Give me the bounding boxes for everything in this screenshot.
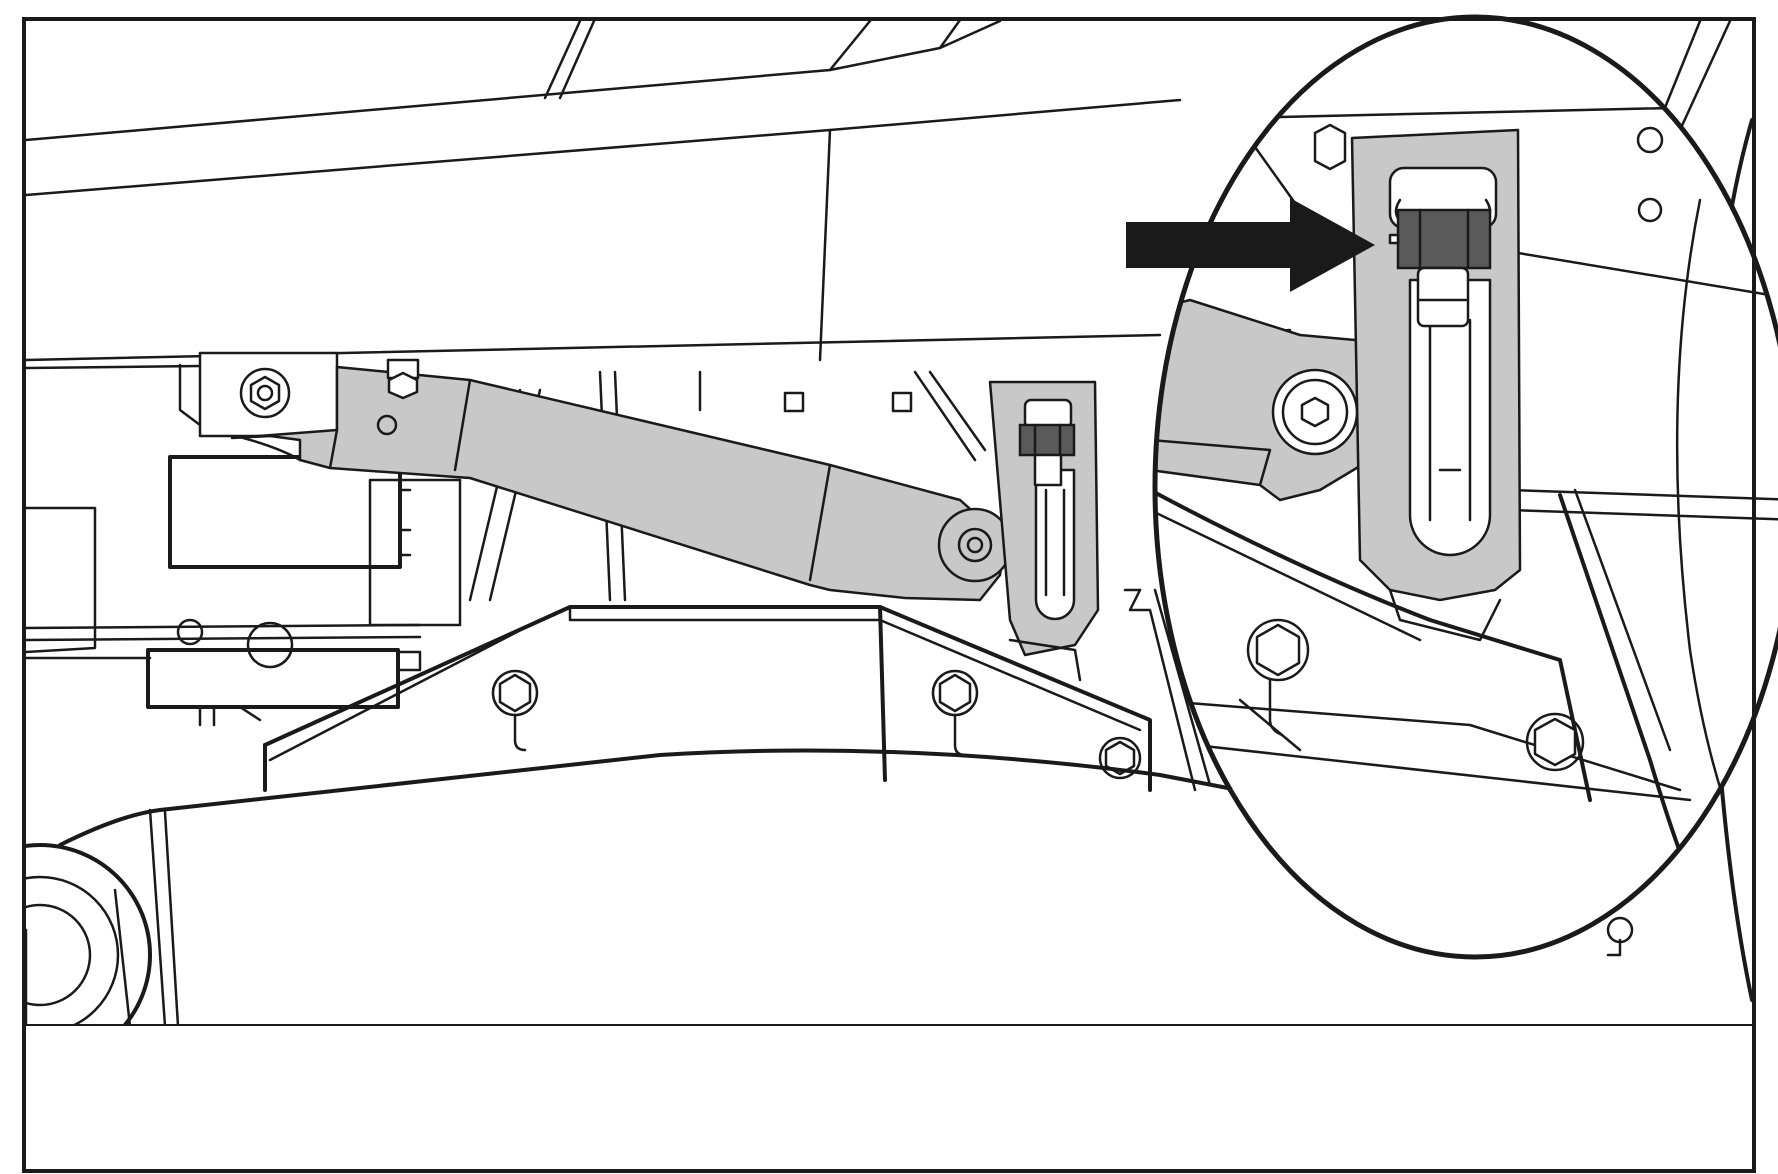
hex-bolt-icon (1525, 712, 1585, 772)
upper-housing (26, 21, 1182, 370)
bracket-plates (263, 588, 1212, 792)
hex-bolt-icon (1246, 618, 1310, 737)
lower-deck (26, 748, 1292, 1026)
zoomed-jam-nut (1396, 208, 1492, 270)
mount-block (26, 455, 462, 654)
hex-bolt-icon (491, 669, 539, 752)
hex-bolt-icon (1098, 736, 1142, 780)
indicator-arrow-icon (1126, 198, 1375, 292)
detail-magnifier-callout (1152, 14, 1778, 960)
hex-bolt-icon (931, 669, 979, 757)
actuator-cylinder (198, 351, 1013, 602)
rod-end-pivot (937, 507, 1013, 583)
plate-bolts (491, 669, 1142, 780)
main-scene (26, 21, 1752, 1026)
slotted-bracket (988, 380, 1100, 682)
jam-nut (1018, 423, 1076, 457)
lower-bar (146, 618, 422, 727)
figure-frame (22, 17, 1756, 1173)
